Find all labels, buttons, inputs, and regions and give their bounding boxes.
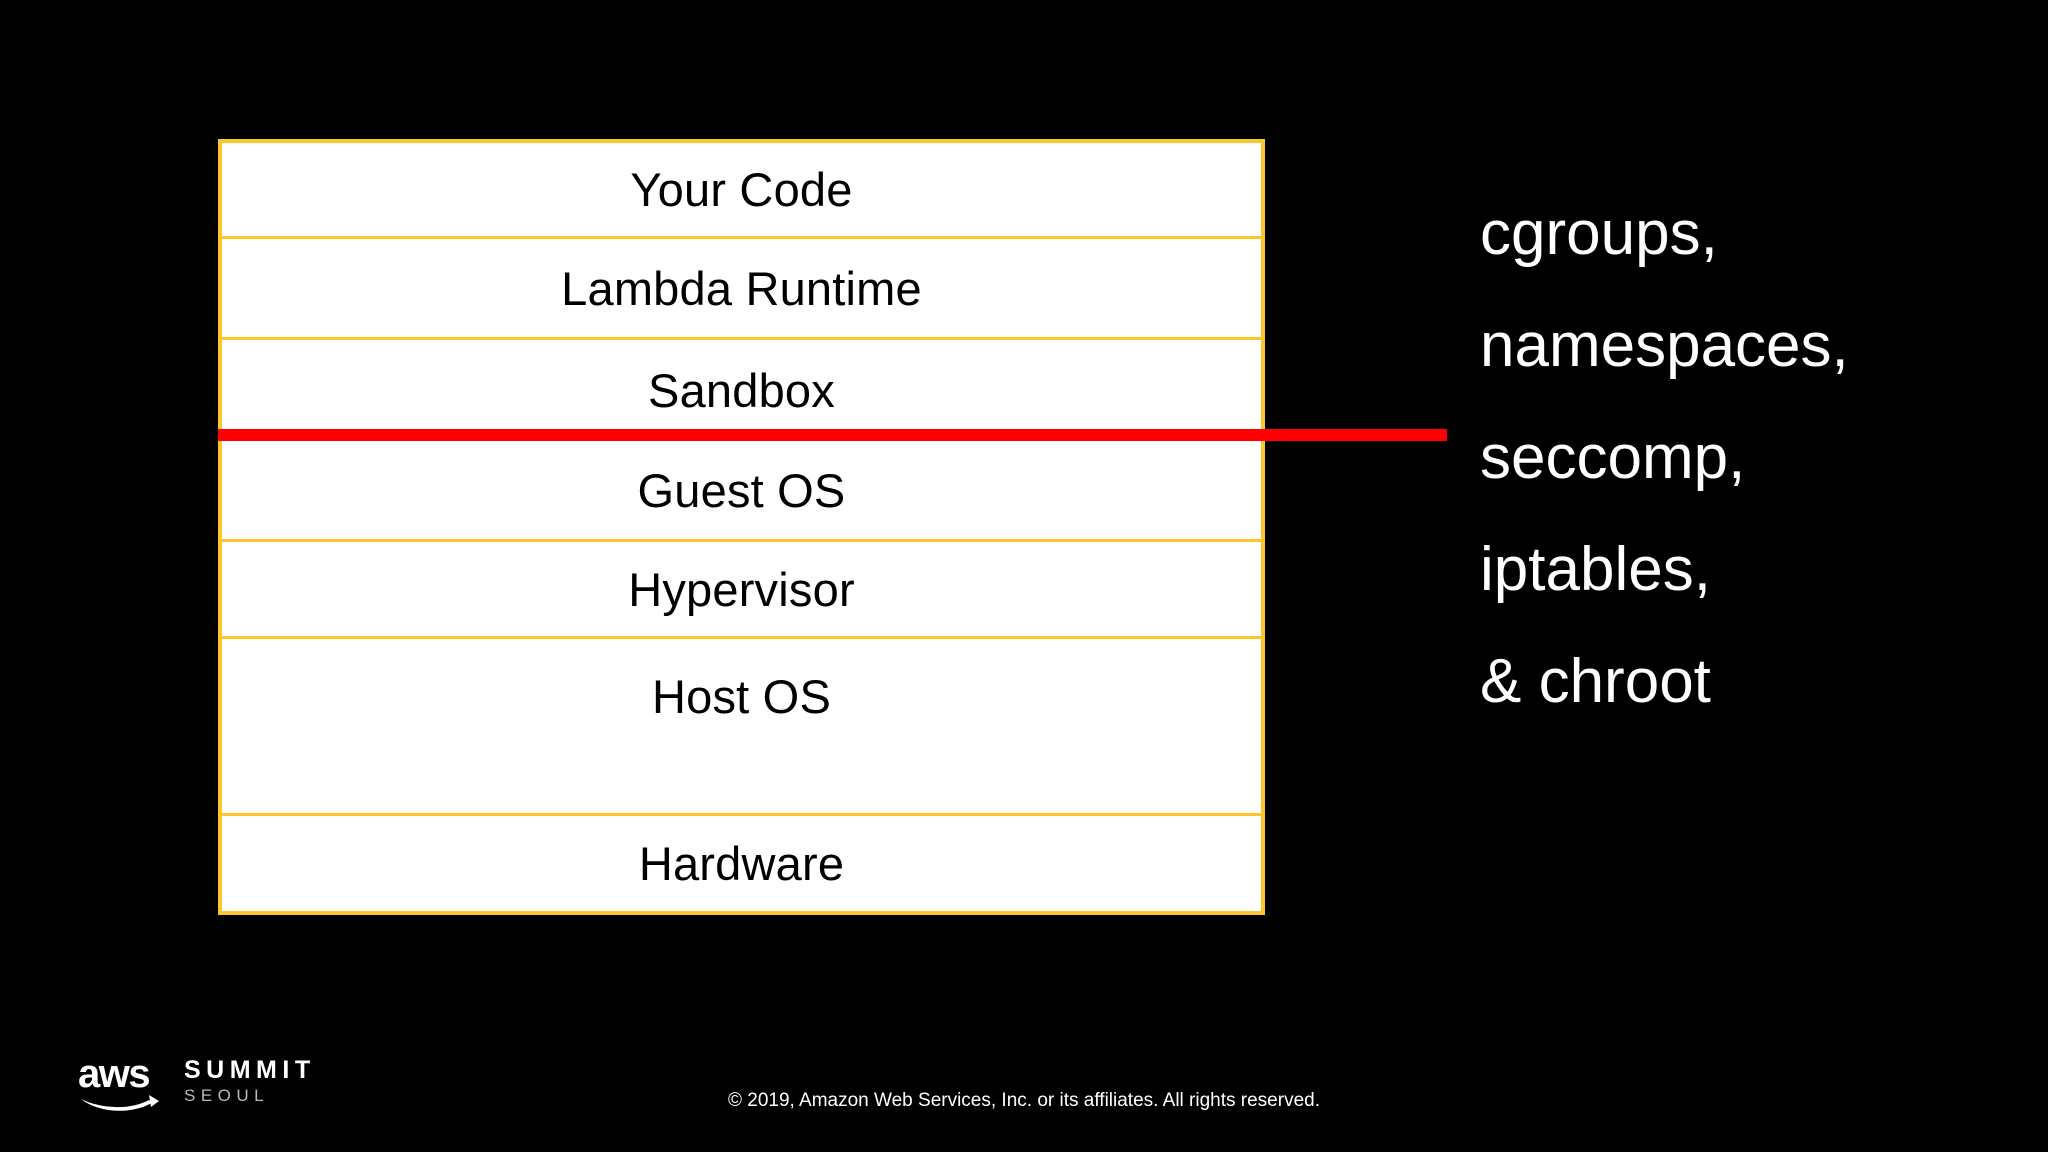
aws-logo-icon: aws [78,1054,162,1116]
stack-layer-sandbox: Sandbox [222,340,1261,441]
primitive-item: & chroot [1480,647,1711,716]
stack-layer-label: Hardware [638,837,845,890]
seoul-label: SEOUL [184,1086,270,1105]
aws-summit-logo: aws SUMMIT SEOUL [78,1054,316,1116]
stack-layer-label: Guest OS [637,463,846,517]
aws-wordmark: aws [78,1052,151,1096]
primitives-list: cgroups, namespaces, seccomp, iptables, … [1480,178,2000,738]
stack-layer-label: Host OS [651,670,831,723]
stack-layer-your-code: Your Code [222,143,1261,239]
architecture-stack-diagram: Your Code Lambda Runtime Sandbox Guest O… [218,139,1265,915]
summit-seoul-block: SUMMIT SEOUL [184,1054,316,1107]
stack-layer-label: Hypervisor [628,562,855,616]
stack-layer-hardware: Hardware [222,816,1261,911]
primitive-item: iptables, [1480,535,1711,604]
stack-layer-label: Sandbox [648,364,835,417]
stack-layer-host-os: Host OS [222,639,1261,816]
stack-layer-guest-os: Guest OS [222,441,1261,542]
primitive-item: namespaces, [1480,311,1849,380]
primitive-item: seccomp, [1480,423,1746,492]
summit-label: SUMMIT [184,1056,316,1084]
aws-swoosh-icon [81,1095,159,1111]
primitive-item: cgroups, [1480,199,1718,268]
stack-layer-hypervisor: Hypervisor [222,542,1261,639]
stack-layer-label: Lambda Runtime [561,261,922,315]
copyright-notice: © 2019, Amazon Web Services, Inc. or its… [727,1090,1320,1111]
stack-layer-lambda-runtime: Lambda Runtime [222,239,1261,340]
stack-layer-label: Your Code [630,163,853,216]
isolation-boundary-line [218,429,1447,441]
